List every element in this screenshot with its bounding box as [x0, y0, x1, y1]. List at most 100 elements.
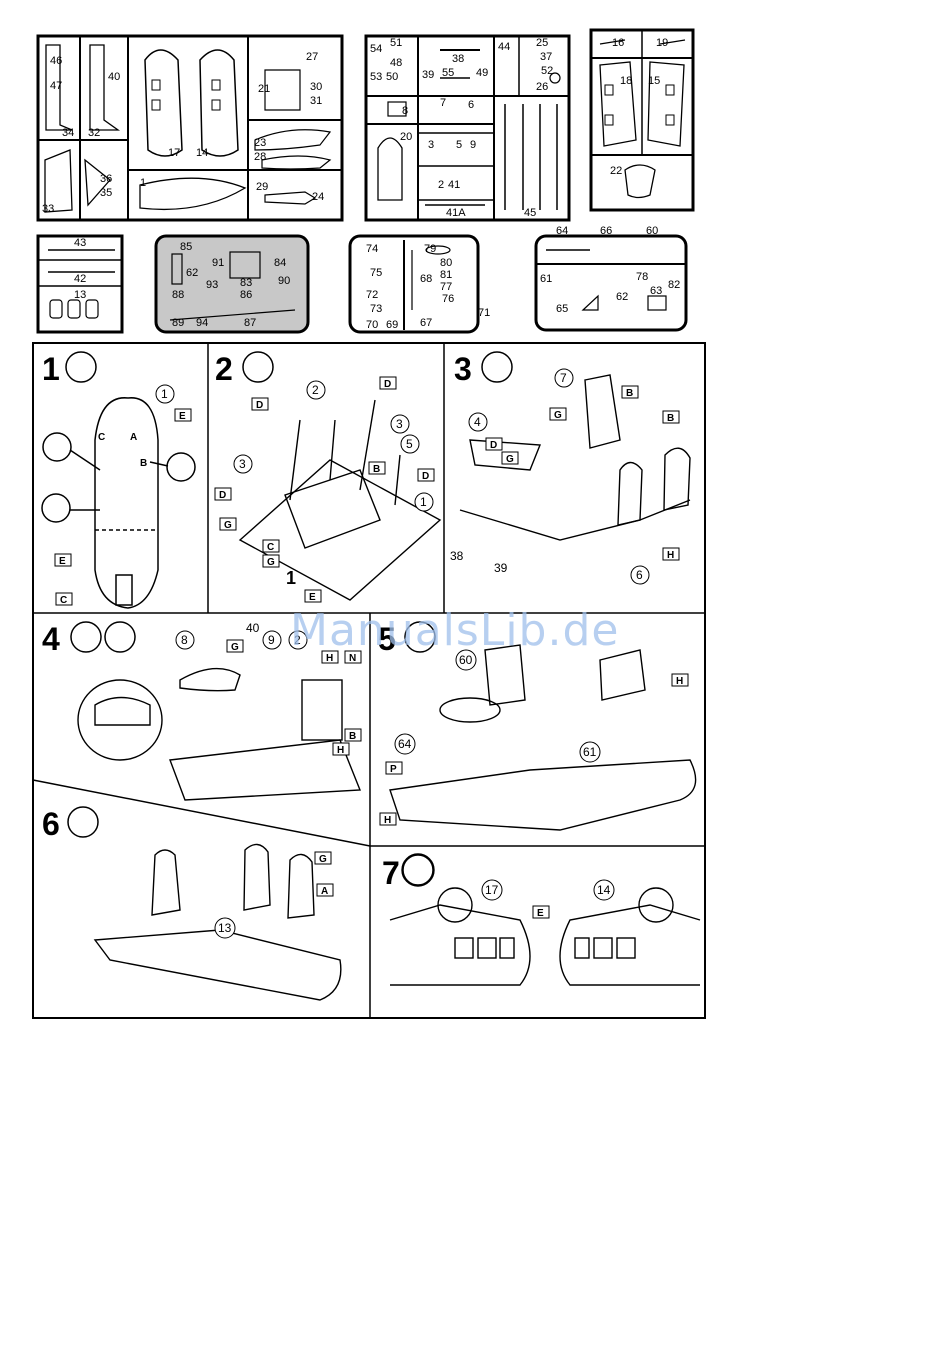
part-number: 78	[636, 271, 648, 283]
part-number: 19	[656, 37, 668, 49]
part-number: 41A	[446, 207, 466, 219]
part-number: 33	[42, 203, 54, 215]
part-number: 62	[616, 291, 628, 303]
part-number: 83	[240, 277, 252, 289]
part-number: 17	[168, 147, 180, 159]
part-number: 68	[420, 273, 432, 285]
part-callout: 40	[246, 621, 260, 635]
part-callout: 1	[420, 495, 427, 509]
glue-tube-icon	[70, 621, 102, 653]
part-number: 66	[600, 225, 612, 237]
part-number: 77	[440, 281, 452, 293]
part-number: 79	[424, 243, 436, 255]
step-2-drawing	[238, 399, 442, 601]
part-number: 44	[498, 41, 510, 53]
part-callout: 39	[494, 561, 508, 575]
color-code-flag: H	[337, 745, 344, 756]
color-code-flag: A	[321, 886, 328, 897]
part-number: 89	[172, 317, 184, 329]
part-number: 43	[74, 237, 86, 249]
color-code-flag: D	[490, 440, 497, 451]
paint-brush-icon	[104, 621, 136, 653]
part-number: 84	[274, 257, 286, 269]
part-callout: 14	[597, 883, 611, 897]
color-code-flag: D	[384, 379, 391, 390]
part-callout: 8	[181, 633, 188, 647]
part-number: 64	[556, 225, 568, 237]
part-number: 9	[470, 139, 476, 151]
step-5-drawing	[389, 644, 697, 831]
part-number: 5	[456, 139, 462, 151]
part-number: 20	[400, 131, 412, 143]
glue-tube-icon	[404, 621, 436, 653]
color-code-flag: E	[309, 592, 316, 603]
color-code-flag: D	[219, 490, 226, 501]
color-code-flag: C	[98, 432, 105, 443]
sprue-frame-3	[589, 28, 695, 212]
color-code-flag: B	[667, 413, 674, 424]
part-number: 85	[180, 241, 192, 253]
part-number: 16	[612, 37, 624, 49]
step-3-drawing	[459, 374, 691, 541]
part-number: 80	[440, 257, 452, 269]
glue-tube-icon	[242, 351, 274, 383]
part-number: 94	[196, 317, 208, 329]
part-number: 47	[50, 80, 62, 92]
color-code-flag: G	[319, 854, 327, 865]
part-number: 27	[306, 51, 318, 63]
color-code-flag: G	[224, 520, 232, 531]
part-number: 90	[278, 275, 290, 287]
color-code-flag: G	[231, 642, 239, 653]
sprue-frame-5	[154, 234, 310, 334]
part-number: 22	[610, 165, 622, 177]
part-number: 38	[452, 53, 464, 65]
part-callout: 64	[398, 737, 412, 751]
step-part-callouts: 1 2 3 5 3 1 1 7 4 6 38 39 8 40 9 2 60 61…	[155, 368, 650, 939]
part-number: 49	[476, 67, 488, 79]
part-callout: 2	[294, 633, 301, 647]
part-number: 55	[442, 67, 454, 79]
part-number: 63	[650, 285, 662, 297]
part-callout: 17	[485, 883, 499, 897]
step-number: 7	[382, 855, 400, 891]
part-number: 39	[422, 69, 434, 81]
step-1-drawing	[41, 397, 196, 609]
part-number: 30	[310, 81, 322, 93]
part-callout: 13	[218, 921, 232, 935]
step-number: 3	[454, 351, 472, 387]
sprue-frame-1	[36, 34, 344, 222]
color-code-flag: E	[537, 908, 544, 919]
color-code-flag: G	[554, 410, 562, 421]
clear-glue-icon	[402, 854, 434, 886]
part-number: 37	[540, 51, 552, 63]
part-number: 73	[370, 303, 382, 315]
color-code-flag: H	[676, 676, 683, 687]
part-number: 28	[254, 151, 266, 163]
part-number: 13	[74, 289, 86, 301]
part-number: 1	[140, 177, 146, 189]
glue-tube-icon	[65, 351, 97, 383]
part-number: 51	[390, 37, 402, 49]
step-number: 4	[42, 621, 60, 657]
part-number: 26	[536, 81, 548, 93]
part-callout: 38	[450, 549, 464, 563]
part-number: 87	[244, 317, 256, 329]
part-number: 82	[668, 279, 680, 291]
step-7-drawing	[389, 853, 701, 986]
part-number: 81	[440, 269, 452, 281]
color-code-flag: C	[60, 595, 67, 606]
part-number: 35	[100, 187, 112, 199]
part-number: 52	[541, 65, 553, 77]
part-number: 88	[172, 289, 184, 301]
sprue-frame-7	[534, 234, 688, 332]
sprue-frame-4	[36, 234, 124, 334]
part-number: 54	[370, 43, 382, 55]
color-code-flag: P	[390, 764, 397, 775]
color-code-flag: G	[506, 454, 514, 465]
part-number: 8	[402, 105, 408, 117]
step-6-drawing	[93, 843, 342, 1001]
color-code-flag: H	[384, 815, 391, 826]
part-number: 69	[386, 319, 398, 331]
part-callout: 7	[560, 371, 567, 385]
glue-tube-icon	[67, 806, 99, 838]
